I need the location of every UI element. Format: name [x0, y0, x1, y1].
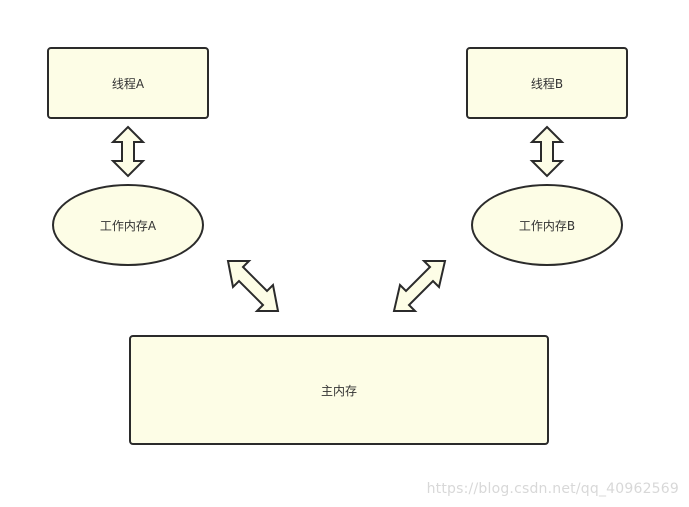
thread-a-label: 线程A	[111, 76, 145, 91]
work-memory-b-ellipse: 工作内存B	[471, 184, 623, 266]
thread-b-label: 线程B	[530, 76, 564, 91]
main-memory-box: 主内存	[129, 335, 549, 445]
thread-b-box: 线程B	[466, 47, 628, 119]
work-memory-b-label: 工作内存B	[518, 218, 576, 233]
double-arrow-work-a-main	[226, 260, 280, 312]
work-memory-a-label: 工作内存A	[99, 218, 157, 233]
watermark-text: https://blog.csdn.net/qq_40962569	[426, 481, 679, 497]
double-arrow-work-b-main	[392, 260, 447, 312]
main-memory-label: 主内存	[320, 383, 357, 398]
double-arrow-thread-b	[529, 125, 565, 178]
double-arrow-thread-a	[110, 125, 146, 178]
work-memory-a-ellipse: 工作内存A	[52, 184, 204, 266]
thread-a-box: 线程A	[47, 47, 209, 119]
